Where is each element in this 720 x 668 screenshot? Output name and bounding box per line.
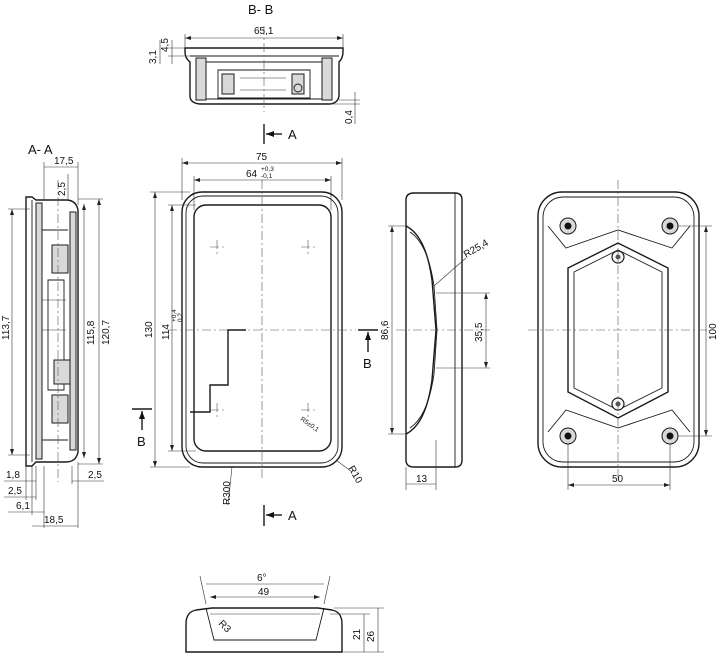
bb-left-wall	[195, 57, 207, 101]
section-bb-view: B- B 65,1 3,1 4,5 0,4	[148, 2, 360, 124]
aa-ribs	[42, 229, 68, 441]
back-outline	[537, 191, 700, 468]
aa-dim-185: 18,5	[44, 515, 64, 526]
bottom-recess	[205, 607, 325, 641]
aa-battery-contact	[53, 359, 71, 385]
aa-dim-1137: 113,7	[1, 315, 12, 340]
section-arrow-a-bottom: A	[263, 505, 297, 526]
bottom-dim-21: 21	[352, 628, 363, 640]
bottom-view: 6° 49 R3 21 26	[185, 573, 384, 653]
bb-contact-left	[221, 73, 235, 95]
side-dim-355: 35,5	[474, 322, 485, 342]
side-dim-r254: R25,4	[462, 238, 491, 261]
aa-inner-lines	[42, 299, 66, 331]
bb-battery-compartment	[217, 69, 311, 99]
front-dim-64: 64	[246, 169, 258, 180]
bottom-dim-26: 26	[366, 630, 377, 642]
front-window-recess	[193, 204, 332, 452]
aa-dim-175: 17,5	[54, 156, 74, 167]
front-view: 75 64 +0,3 -0,1 130 114 +0,4 0,2 R300 R1…	[144, 152, 364, 506]
bottom-dim-49: 49	[258, 587, 270, 598]
side-dim-866: 86,6	[380, 320, 391, 340]
section-bb-label: B- B	[248, 2, 273, 17]
bottom-dim-r3: R3	[216, 618, 233, 635]
side-view: R25,4 86,6 35,5 13	[380, 192, 492, 490]
aa-boss-top	[51, 244, 69, 274]
section-a-top-label: A	[288, 127, 297, 142]
front-dim-75: 75	[256, 152, 268, 163]
back-screw-bosses	[559, 217, 679, 445]
front-dim-64-tol-dn: -0,1	[261, 173, 273, 180]
aa-dim-25-a: 2,5	[8, 486, 22, 497]
front-dim-64-tol-up: +0,3	[261, 166, 274, 173]
section-arrow-a-top: A	[263, 124, 297, 144]
front-dim-r10: R10	[345, 464, 364, 486]
bb-screw-hole	[293, 83, 303, 93]
aa-housing-outline	[25, 196, 79, 467]
bb-inner-detail	[240, 77, 286, 91]
bottom-outline	[185, 607, 343, 653]
front-dim-r55: R5±0,1	[299, 416, 320, 434]
section-bb-cut-line	[190, 329, 246, 413]
bottom-dim-6deg: 6°	[257, 573, 267, 584]
back-ribs	[547, 225, 691, 433]
back-view: 100 50	[528, 180, 719, 490]
section-aa-label: A- A	[28, 142, 53, 157]
front-dim-114: 114	[161, 324, 172, 340]
front-screw-marks	[210, 240, 315, 417]
section-arrow-b-left: B	[132, 408, 152, 449]
aa-dim-25-b: 2,5	[88, 470, 102, 481]
front-dim-r300: R300	[222, 481, 233, 505]
bb-right-wall	[321, 57, 333, 101]
aa-dim-1158: 115,8	[86, 320, 97, 345]
front-dim-114-tol-up: +0,4	[171, 309, 178, 322]
aa-back-wall	[69, 211, 77, 451]
aa-dim-1207: 120,7	[101, 320, 112, 345]
side-outline	[405, 192, 463, 468]
aa-dim-61: 6,1	[16, 501, 30, 512]
side-dim-13: 13	[416, 474, 428, 485]
bb-dim-45: 4,5	[160, 38, 171, 52]
section-arrow-b-right: B	[358, 329, 378, 371]
aa-battery-slot	[47, 279, 65, 391]
section-b-right-label: B	[363, 356, 372, 371]
back-dim-100: 100	[708, 323, 719, 340]
section-aa-view: A- A 17,5 2,5 113,7 115,8 120,7 1,8	[1, 142, 112, 528]
aa-dim-25-top: 2,5	[57, 182, 68, 196]
back-dim-50: 50	[612, 474, 624, 485]
bb-width-dim: 65,1	[254, 26, 274, 37]
bb-dim-31: 3,1	[148, 50, 159, 64]
front-rim	[185, 195, 339, 464]
aa-front-wall	[35, 202, 43, 460]
aa-dim-18: 1,8	[6, 470, 20, 481]
bb-dim-04: 0,4	[344, 110, 355, 124]
front-dim-114-tol-dn: 0,2	[177, 313, 184, 322]
front-dim-130: 130	[144, 321, 155, 338]
section-b-left-label: B	[137, 434, 146, 449]
back-rim	[542, 196, 695, 463]
section-a-bottom-label: A	[288, 508, 297, 523]
aa-boss-bottom	[51, 394, 69, 424]
